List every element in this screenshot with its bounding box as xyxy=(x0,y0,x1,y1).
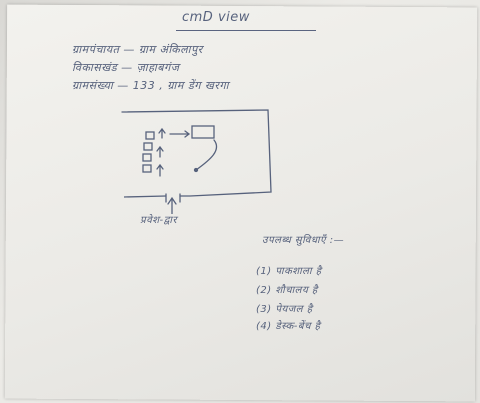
room-box-3 xyxy=(142,153,152,162)
facility-item: (4) डेस्क-बेंच है xyxy=(256,321,321,332)
info-line-panchayat: ग्रामपंचायत — ग्राम अंकिलापुर xyxy=(72,43,203,56)
arrow-2 xyxy=(156,145,164,158)
facility-item: (2) शौचालय है xyxy=(256,285,318,296)
site-plan-sketch xyxy=(121,109,272,214)
info-line-block: विकासखंड — ज़ाहाबगंज xyxy=(72,61,180,74)
info-line-number: ग्रामसंख्या — 133 , ग्राम डेंग खरगा xyxy=(72,79,229,92)
path-curve xyxy=(195,139,218,171)
facilities-heading: उपलब्ध सुविधाएँ :— xyxy=(262,235,345,246)
room-box-4 xyxy=(142,164,152,173)
page-title: cmD view xyxy=(182,10,250,25)
arrow-1 xyxy=(158,127,166,139)
arrow-to-block xyxy=(169,130,191,138)
boundary-wall xyxy=(121,109,272,198)
main-block xyxy=(191,125,215,139)
room-box-2 xyxy=(143,142,153,151)
path-dot xyxy=(193,167,199,173)
entrance-arrow xyxy=(167,196,177,214)
facility-item: (3) पेयजल है xyxy=(256,304,313,315)
facility-item: (1) पाकशाला है xyxy=(256,266,322,277)
room-box-1 xyxy=(145,131,155,140)
title-underline xyxy=(176,30,316,31)
entrance-label: प्रवेश-द्वार xyxy=(140,215,178,226)
arrow-3 xyxy=(156,163,164,177)
